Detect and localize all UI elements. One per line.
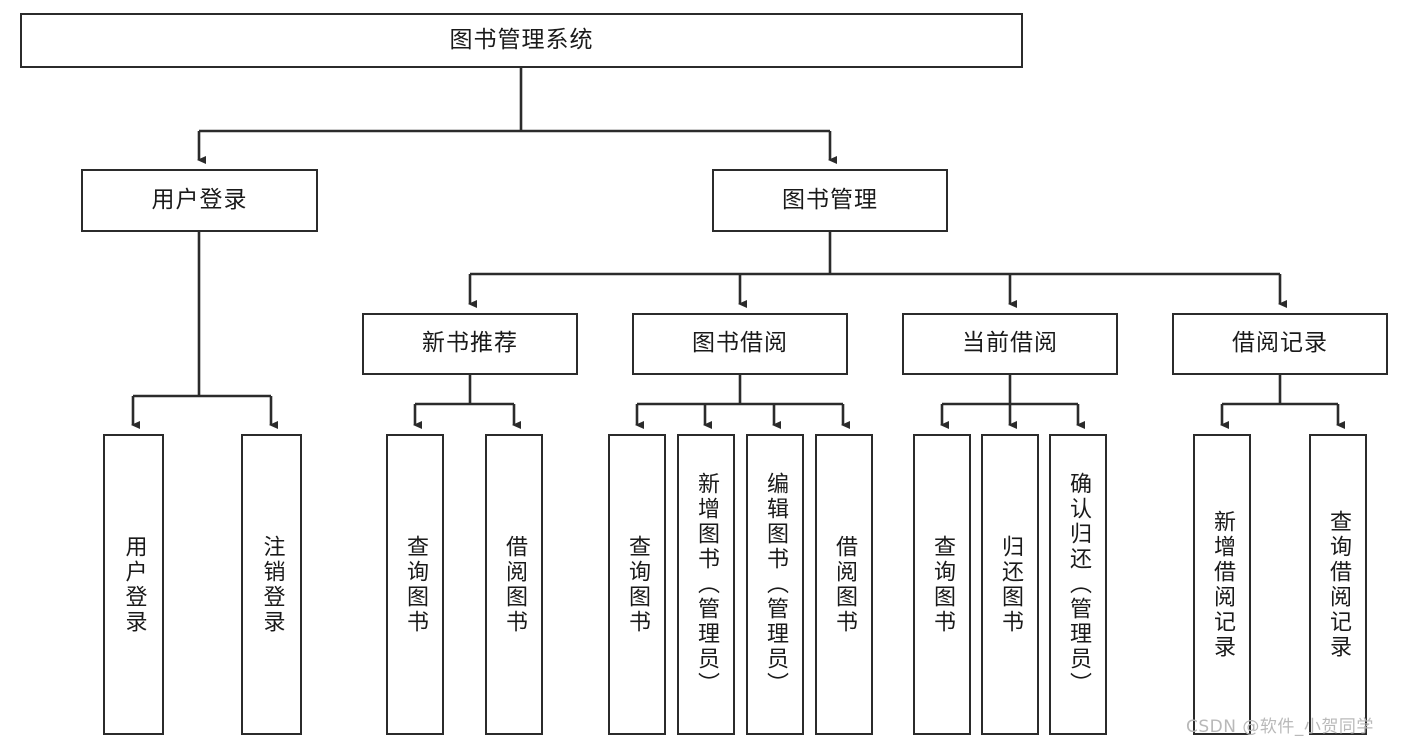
csdn-watermark: CSDN @软件_小贺同学 [1186,717,1374,737]
node-leaf-borrow-book-1-label: 借阅图书 [501,534,527,635]
node-leaf-add-book-admin-label: 新增图书（管理员） [693,472,719,697]
node-book-borrow[interactable]: 图书借阅 [632,313,848,375]
node-current-borrow[interactable]: 当前借阅 [902,313,1118,375]
node-leaf-query-book-3[interactable]: 查询图书 [913,434,971,735]
node-leaf-edit-book-admin[interactable]: 编辑图书（管理员） [746,434,804,735]
node-leaf-query-record-label: 查询借阅记录 [1325,509,1351,660]
node-current-borrow-label: 当前借阅 [962,330,1058,357]
node-leaf-edit-book-admin-label: 编辑图书（管理员） [762,472,788,697]
node-leaf-logout-login[interactable]: 注销登录 [241,434,302,735]
node-new-book-recommend[interactable]: 新书推荐 [362,313,578,375]
node-borrow-record-label: 借阅记录 [1232,330,1328,357]
node-leaf-return-book-label: 归还图书 [997,534,1023,635]
node-leaf-user-login[interactable]: 用户登录 [103,434,164,735]
node-leaf-borrow-book-1[interactable]: 借阅图书 [485,434,543,735]
node-leaf-borrow-book-2[interactable]: 借阅图书 [815,434,873,735]
node-root-label: 图书管理系统 [449,26,594,53]
node-leaf-query-book-1-label: 查询图书 [402,534,428,635]
node-new-book-recommend-label: 新书推荐 [422,330,518,357]
node-leaf-add-record-label: 新增借阅记录 [1209,509,1235,660]
node-leaf-query-book-1[interactable]: 查询图书 [386,434,444,735]
node-leaf-user-login-label: 用户登录 [121,534,147,635]
node-borrow-record[interactable]: 借阅记录 [1172,313,1388,375]
node-root[interactable]: 图书管理系统 [20,13,1023,68]
node-leaf-return-book[interactable]: 归还图书 [981,434,1039,735]
node-leaf-borrow-book-2-label: 借阅图书 [831,534,857,635]
node-leaf-logout-login-label: 注销登录 [259,534,285,635]
node-leaf-confirm-return[interactable]: 确认归还（管理员） [1049,434,1107,735]
node-leaf-add-book-admin[interactable]: 新增图书（管理员） [677,434,735,735]
node-leaf-confirm-return-label: 确认归还（管理员） [1065,472,1091,697]
node-leaf-query-book-2[interactable]: 查询图书 [608,434,666,735]
node-user-login[interactable]: 用户登录 [81,169,318,232]
node-user-login-label: 用户登录 [151,186,248,213]
node-book-manage[interactable]: 图书管理 [712,169,948,232]
node-book-manage-label: 图书管理 [782,186,878,213]
node-leaf-query-record[interactable]: 查询借阅记录 [1309,434,1367,735]
node-leaf-add-record[interactable]: 新增借阅记录 [1193,434,1251,735]
node-leaf-query-book-3-label: 查询图书 [929,534,955,635]
node-leaf-query-book-2-label: 查询图书 [624,534,650,635]
node-book-borrow-label: 图书借阅 [692,330,788,357]
